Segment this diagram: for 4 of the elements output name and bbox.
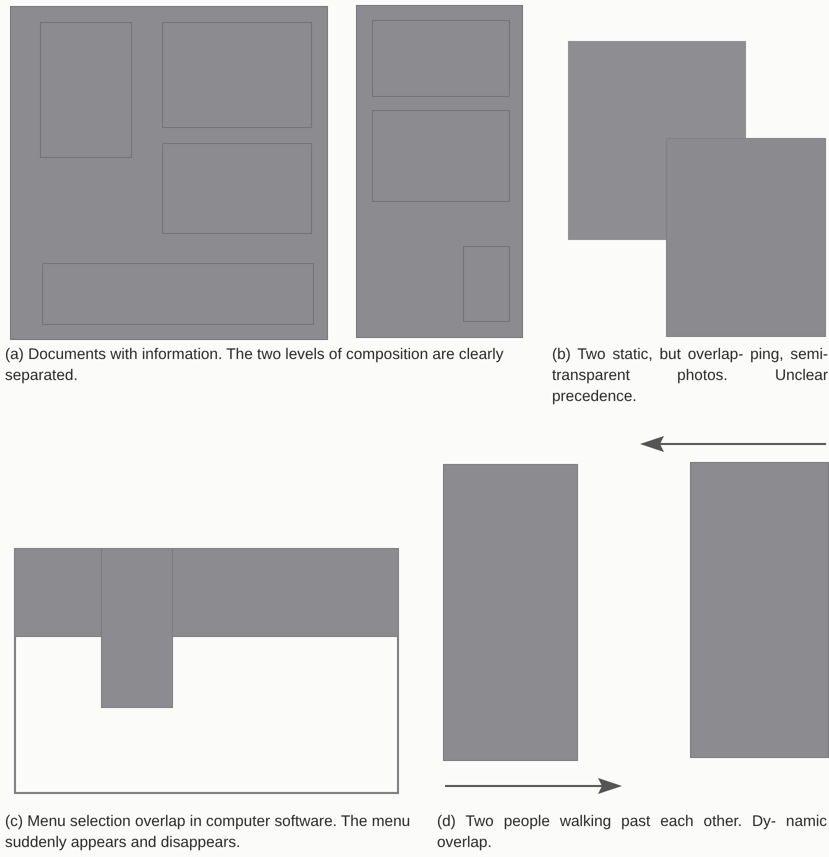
figure-caption: (b) Two static, but overlap- ping, semi-transparent photos. Unclear precedence. [552, 345, 828, 407]
figure-caption: (d) Two people walking past each other. Dy- namic overlap. [437, 812, 827, 853]
figure-caption: (c) Menu selection overlap in computer software. The menu suddenly appears and disappears. [5, 812, 412, 853]
figure-caption: (a) Documents with information. The two levels of composition are clearly separated. [5, 345, 504, 386]
